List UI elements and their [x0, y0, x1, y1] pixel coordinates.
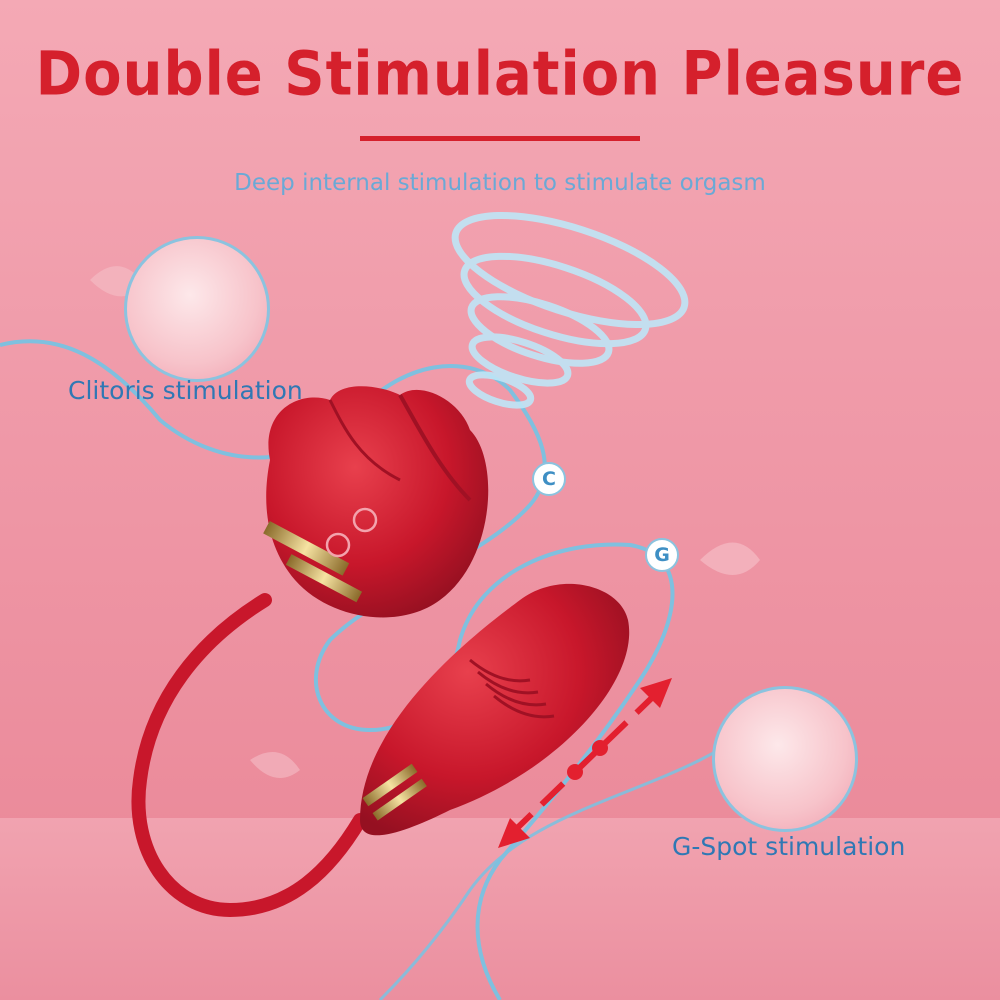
page-subtitle: Deep internal stimulation to stimulate o… [234, 170, 766, 196]
title-divider [360, 136, 640, 141]
clitoris-label: Clitoris stimulation [68, 376, 303, 405]
push-arrow-icon [498, 678, 672, 848]
badge-c: C [532, 462, 566, 496]
page-title: Double Stimulation Pleasure [35, 39, 965, 110]
gspot-detail-circle [712, 686, 858, 832]
badge-g: G [645, 538, 679, 572]
rose-head [263, 386, 489, 618]
connecting-tube [131, 593, 367, 918]
suction-swirl-icon [451, 211, 689, 409]
petal-decoration [700, 542, 760, 575]
power-button-icon [352, 507, 378, 533]
petal-decoration [250, 752, 300, 778]
clitoris-detail-circle [124, 236, 270, 382]
floor-band [0, 818, 1000, 1000]
thrusting-bullet [360, 583, 630, 836]
gspot-label: G-Spot stimulation [672, 832, 906, 861]
mode-button-icon [325, 532, 351, 558]
